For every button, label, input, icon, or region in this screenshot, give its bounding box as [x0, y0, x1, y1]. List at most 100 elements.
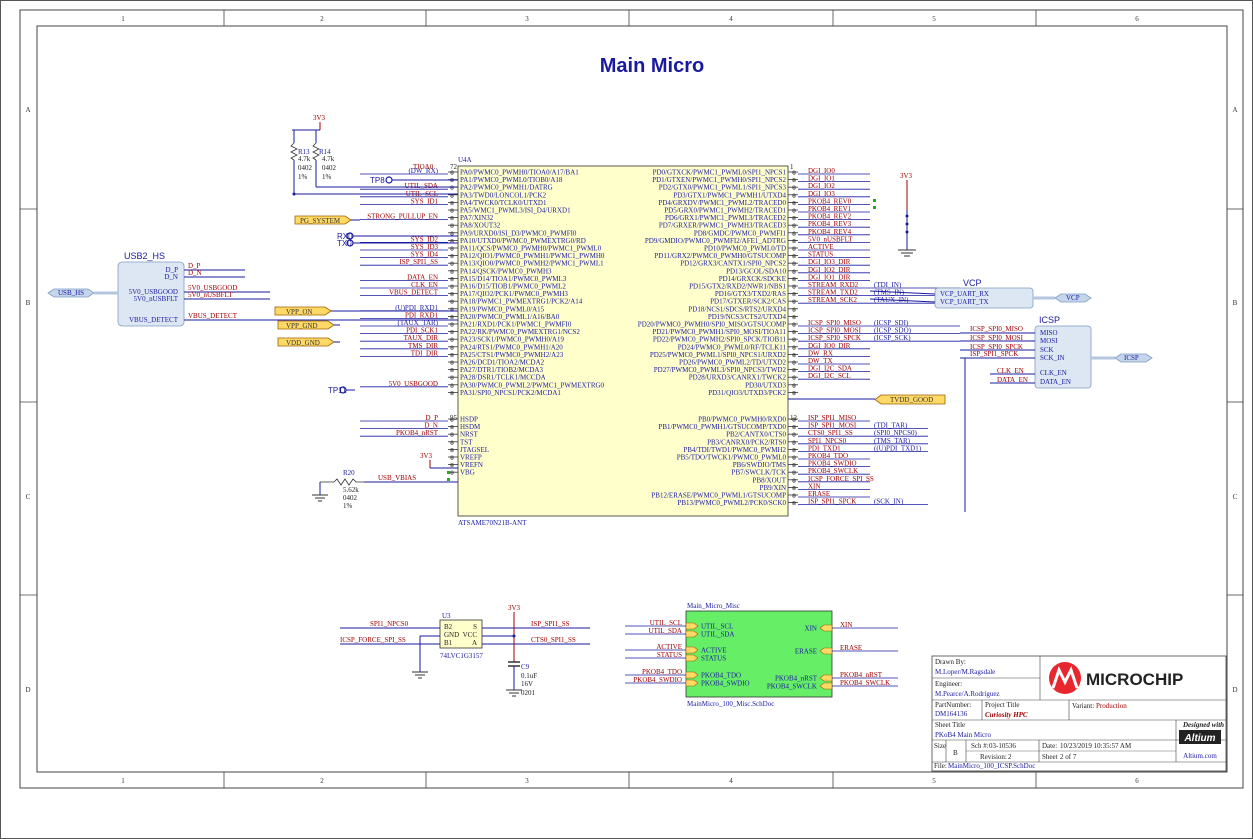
usb2-pin-dn: D_N — [164, 273, 178, 281]
u4-rpin-16: PD16/GTX3/TXD2/RAS — [715, 290, 786, 298]
misc-port-2[interactable] — [685, 646, 699, 654]
zone-row-left-D: D — [25, 686, 30, 694]
u4-right-ext-16: (TMS_IN) — [874, 289, 905, 297]
u4-right-net2-6: PKOB4_SWDIO — [808, 460, 857, 468]
svg-text:⊗: ⊗ — [449, 216, 454, 222]
u4-body[interactable] — [457, 165, 789, 517]
svg-text:A: A — [472, 639, 477, 647]
port-vdd-gnd[interactable]: VDD_GND — [277, 337, 340, 347]
usb-hs-bus-port[interactable]: USB_HS — [47, 288, 118, 298]
svg-text:⊗: ⊗ — [791, 501, 796, 507]
u4-pin-17: PA18/PWMC1_PWMEXTRG1/PCK2/A14 — [460, 298, 583, 306]
svg-text:U3: U3 — [442, 612, 451, 620]
svg-text:⊗: ⊗ — [449, 231, 454, 237]
zone-row-left-C: C — [26, 493, 31, 501]
u4-pin-28: PA30/PWMC0_PWML2/PWMC1_PWMEXTRG0 — [460, 381, 605, 389]
svg-text:5V0_nUSBFLT: 5V0_nUSBFLT — [188, 291, 233, 299]
misc-net-4: PKOB4_TDO — [642, 668, 682, 676]
u4-pin-3: PA3/TWD0/LONCOL1/PCK2 — [460, 191, 547, 199]
svg-text:MICROCHIP: MICROCHIP — [1086, 670, 1183, 689]
vcp-harness[interactable]: VCP VCP_UART_RX VCP_UART_TX VCP — [934, 278, 1092, 309]
svg-text:⊗: ⊗ — [449, 209, 454, 215]
svg-text:⊗: ⊗ — [791, 254, 796, 260]
misc-port-1[interactable] — [685, 630, 699, 638]
r13-name: R13 — [298, 148, 310, 156]
misc-rport-3[interactable] — [819, 682, 833, 690]
u4-rpin2-11: PB13/PWMC0_PWML2/PCK0/SCK0 — [677, 499, 786, 507]
misc-net-5: PKOB4_SWDIO — [633, 676, 682, 684]
c9-cap[interactable]: 3V3 C9 0.1uF 16V 0201 — [506, 604, 537, 697]
svg-text:Sheet Title: Sheet Title — [935, 721, 965, 729]
zone-row-right-D: D — [1232, 686, 1237, 694]
misc-rport-1[interactable] — [819, 647, 833, 655]
u4-right-net2-10: ERASE — [808, 490, 830, 498]
misc-port-5[interactable] — [685, 679, 699, 687]
u4-rpin2-9: PB9/XIN — [760, 484, 786, 492]
misc-port-0[interactable] — [685, 622, 699, 630]
svg-text:0.1uF: 0.1uF — [521, 672, 537, 680]
svg-text:5V0_USBGOOD: 5V0_USBGOOD — [188, 284, 237, 292]
svg-text:⊗: ⊗ — [449, 425, 454, 431]
svg-text:CLK_EN: CLK_EN — [1040, 369, 1067, 377]
port-vpp-gnd[interactable]: VPP_GND — [277, 320, 340, 330]
port-tvdd-good[interactable]: TVDD_GOOD — [788, 394, 946, 405]
svg-text:DM164136: DM164136 — [935, 710, 968, 718]
u4-pin-right-top: 1 — [790, 163, 794, 171]
misc-rnet-2: PKOB4_nRST — [840, 671, 883, 679]
svg-text:2: 2 — [1008, 753, 1012, 761]
svg-text:⊗: ⊗ — [449, 471, 454, 477]
u4-rpin2-5: PB5/TDO/TWCK1/PWMC0_PWML0 — [677, 454, 787, 462]
misc-rport-0[interactable] — [819, 624, 833, 632]
inner-border — [36, 25, 1228, 773]
u4-rpin2-10: PB12/ERASE/PWMC0_PWML1/GTSUCOMP — [651, 492, 786, 500]
misc-port-label-0: UTIL_SCL — [701, 623, 733, 631]
u4-rpin-14: PD14/GRXCK/SDCKE — [719, 275, 786, 283]
u4-right-net-4: PKOB4_REV0 — [808, 197, 852, 205]
u3-switch[interactable]: U3 B2 GND B1 S VCC A 74LVC1G3157 SPI1_NP… — [340, 612, 590, 679]
u4-right-net2-9: XIN — [808, 482, 820, 490]
svg-text:⊗: ⊗ — [791, 448, 796, 454]
port-vpp-on[interactable]: VPP_ON — [274, 306, 458, 316]
u4-left-net-19: PDI_RXD1 — [405, 311, 439, 319]
misc-rport-2[interactable] — [819, 674, 833, 682]
outer-border — [19, 9, 1244, 789]
u4-rpin-22: PD22/PWMC0_PWMH2/SPI0_SPCK/TIOB11 — [653, 336, 787, 344]
svg-text:SCK: SCK — [1040, 346, 1054, 354]
misc-rport-label-3: PKOB4_SWCLK — [767, 683, 817, 691]
u4-pin-6: PA7/XIN32 — [460, 214, 494, 222]
u4-left-net-24: TDI_DIR — [411, 349, 439, 357]
zone-col-top-4: 4 — [729, 15, 733, 23]
u4-rpin-27: PD28/URXD3/CANRX1/TWCK2 — [689, 374, 787, 382]
svg-text:Engineer:: Engineer: — [935, 680, 962, 688]
u4-left-net-12: ISP_SPI1_SS — [399, 258, 438, 266]
u4-pin-10: PA11/QCS/PWMC0_PWMH0/PWMC1_PWML0 — [460, 245, 602, 253]
svg-text:⊗: ⊗ — [791, 171, 796, 177]
usb2-hs-harness[interactable]: USB2_HS D_P D_N 5V0_USBGOOD 5V0_nUSBFLT … — [117, 251, 458, 327]
main-micro-misc-sheet[interactable]: Main_Micro_Misc MainMicro_100_Misc.SchDo… — [625, 602, 898, 708]
svg-text:16V: 16V — [521, 680, 533, 688]
misc-port-3[interactable] — [685, 654, 699, 662]
tp8-label: TP8 — [370, 176, 385, 185]
svg-text:3V3: 3V3 — [508, 604, 521, 612]
svg-text:⊗: ⊗ — [791, 433, 796, 439]
u4-pin-19: PA20/PWMC0_PWML1/A16/BA0 — [460, 313, 560, 321]
svg-text:⊗: ⊗ — [791, 383, 796, 389]
svg-text:⊗: ⊗ — [449, 262, 454, 268]
r20[interactable]: R20 USB_VBIAS 5.62k 0402 1% — [312, 469, 458, 510]
u4-pin-9: PA10/UTXD0/PWMC0_PWMEXTRG0/RD — [460, 237, 586, 245]
r13-tol: 1% — [298, 173, 308, 181]
svg-text:B: B — [953, 749, 958, 757]
svg-text:MOSI: MOSI — [1040, 337, 1058, 345]
r14-tol: 1% — [322, 173, 332, 181]
misc-port-4[interactable] — [685, 671, 699, 679]
u4-pin-0: PA0/PWMC0_PWMH0/TIOA0/A17/BA1 — [460, 169, 579, 177]
zone-col-bottom-5: 5 — [932, 777, 936, 785]
svg-text:⊗: ⊗ — [791, 338, 796, 344]
u4-rpin2-6: PB6/SWDIO/TMS — [733, 461, 786, 469]
u4-rpin-29: PD31/QIO3/UTXD3/PCK2 — [708, 389, 786, 397]
icsp-harness[interactable]: ICSP MISO MOSI SCK SCK_IN CLK_EN DATA_EN… — [1034, 315, 1153, 389]
u4-left-net-0: (DW_RX) — [408, 167, 438, 175]
svg-text:⊗: ⊗ — [791, 440, 796, 446]
port-pg-system[interactable]: PG_SYSTEM — [294, 215, 360, 225]
svg-text:⊗: ⊗ — [791, 193, 796, 199]
